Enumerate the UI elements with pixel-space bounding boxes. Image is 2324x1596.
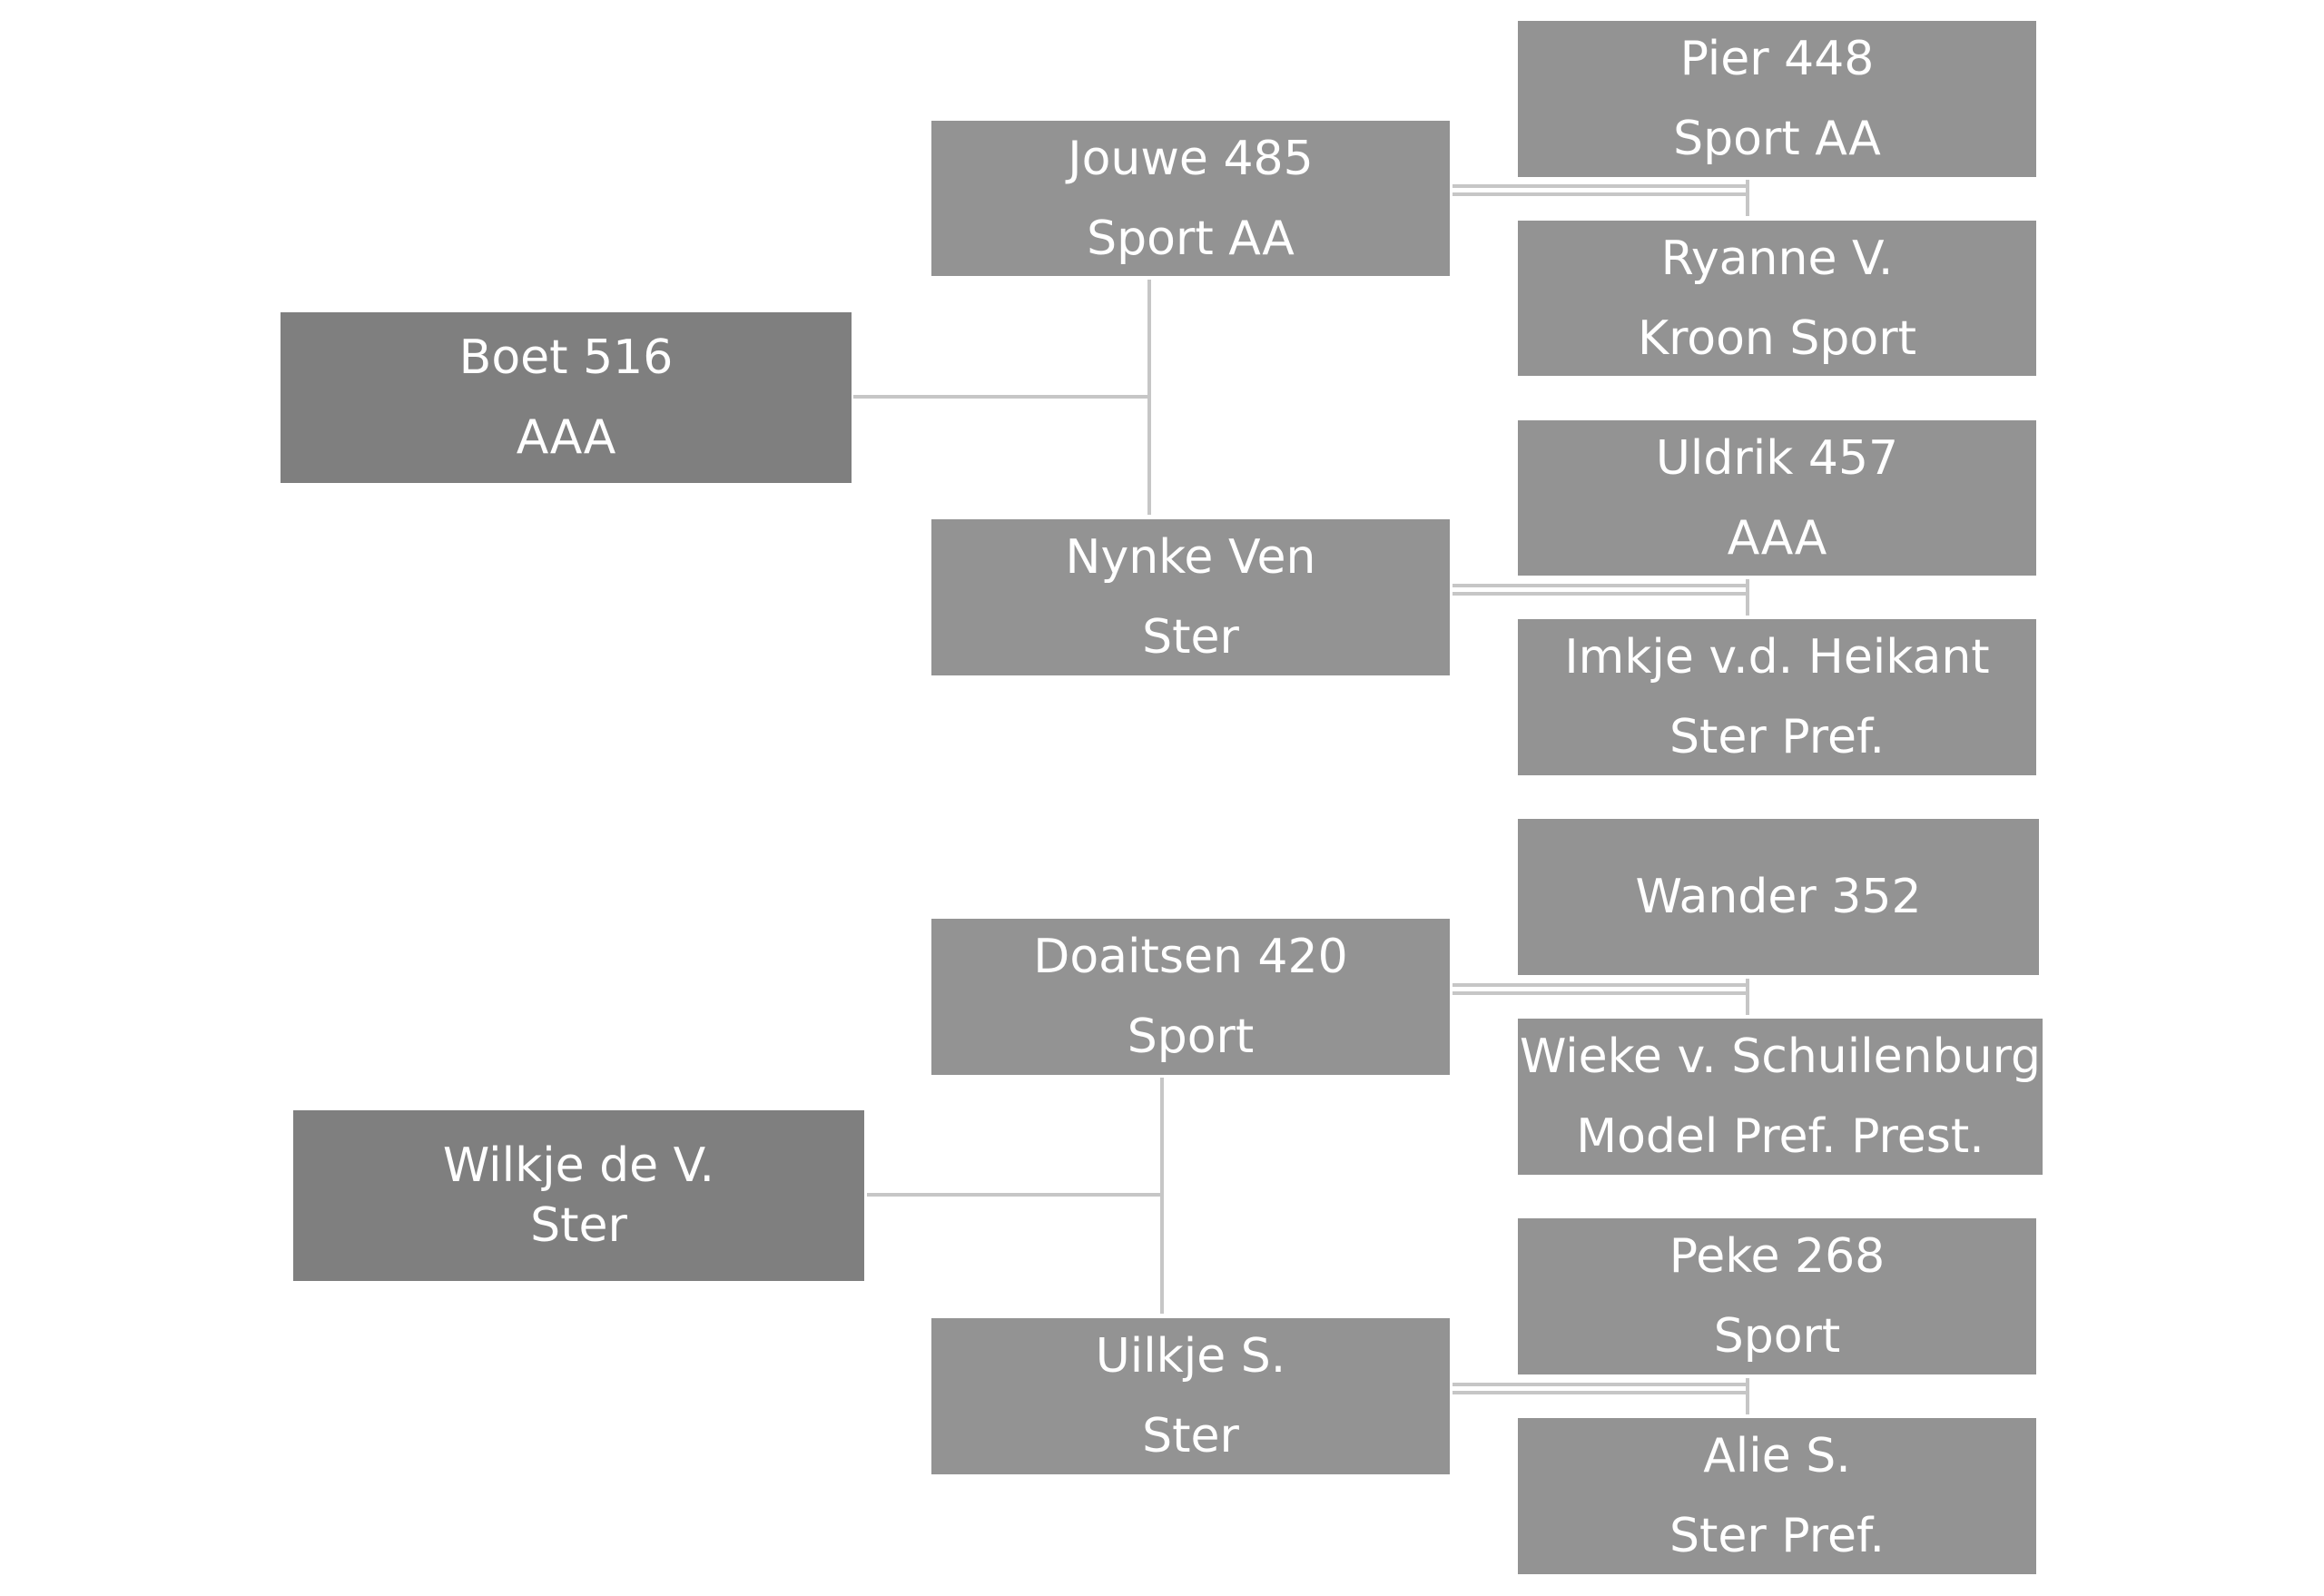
pedigree-1-dam-dam-box: Imkje v.d. Heikant Ster Pref. <box>1518 619 2036 775</box>
pedigree-1-sire-sire-box: Pier 448 Sport AA <box>1518 21 2036 177</box>
pedigree-1-dam-dam-predicate: Ster Pref. <box>1669 710 1886 764</box>
pedigree-2-sire-dam-name: Wieke v. Schuilenburg <box>1519 1030 2042 1084</box>
pedigree-1-sire-sire-predicate: Sport AA <box>1673 112 1881 166</box>
pedigree-2-sire-dam-box: Wieke v. Schuilenburg Model Pref. Prest. <box>1518 1019 2043 1175</box>
pedigree-2-sire-sire-box: Wander 352 <box>1518 819 2039 975</box>
pedigree-1-dam-predicate: Ster <box>1142 610 1239 665</box>
pedigree-1-dam-box: Nynke Ven Ster <box>931 519 1450 675</box>
pedigree-1-dam-sire-name: Uldrik 457 <box>1655 430 1899 486</box>
pedigree-2-dam-dam-predicate: Ster Pref. <box>1669 1509 1886 1563</box>
pedigree-1-sire-dam-box: Ryanne V. Kroon Sport <box>1518 221 2036 376</box>
pedigree-2-sire-dam-predicate: Model Pref. Prest. <box>1576 1109 1984 1164</box>
pedigree-1-sire-box: Jouwe 485 Sport AA <box>931 121 1450 276</box>
pedigree-2-sire-sire-name: Wander 352 <box>1635 870 1922 924</box>
pedigree-2-sire-predicate: Sport <box>1127 1010 1255 1064</box>
pedigree-1-horse-box: Boet 516 AAA <box>281 312 852 483</box>
pedigree-2-horse-predicate: Ster <box>530 1198 627 1253</box>
pedigree-1-sire-dam-predicate: Kroon Sport <box>1637 310 1917 366</box>
pedigree-1-horse-predicate: AAA <box>516 410 616 465</box>
pedigree-1-horse-name: Boet 516 <box>458 330 674 385</box>
pedigree-2-dam-dam-box: Alie S. Ster Pref. <box>1518 1418 2036 1574</box>
pedigree-1-dam-dam-name: Imkje v.d. Heikant <box>1564 630 1990 685</box>
pedigree-2-dam-box: Uilkje S. Ster <box>931 1318 1450 1474</box>
pedigree-2-dam-sire-name: Peke 268 <box>1669 1229 1886 1284</box>
pedigree-2-horse-box: Wilkje de V. Ster <box>293 1110 864 1281</box>
pedigree-1-dam-name: Nynke Ven <box>1065 530 1316 585</box>
pedigree-1-sire-name: Jouwe 485 <box>1068 131 1314 186</box>
pedigree-2-sire-box: Doaitsen 420 Sport <box>931 919 1450 1075</box>
pedigree-2-dam-name: Uilkje S. <box>1095 1329 1286 1384</box>
pedigree-2-dam-sire-predicate: Sport <box>1713 1309 1841 1364</box>
pedigree-1-sire-predicate: Sport AA <box>1087 211 1295 266</box>
pedigree-2-dam-dam-name: Alie S. <box>1703 1429 1851 1483</box>
pedigree-1-sire-sire-name: Pier 448 <box>1679 32 1875 86</box>
pedigree-1-sire-dam-name: Ryanne V. <box>1660 231 1894 286</box>
pedigree-1-dam-sire-predicate: AAA <box>1727 510 1827 566</box>
pedigree-2-horse-name: Wilkje de V. <box>442 1138 715 1193</box>
pedigree-2-sire-name: Doaitsen 420 <box>1033 930 1348 984</box>
pedigree-2-dam-predicate: Ster <box>1142 1409 1239 1463</box>
pedigree-1-dam-sire-box: Uldrik 457 AAA <box>1518 420 2036 576</box>
pedigree-2-dam-sire-box: Peke 268 Sport <box>1518 1218 2036 1374</box>
